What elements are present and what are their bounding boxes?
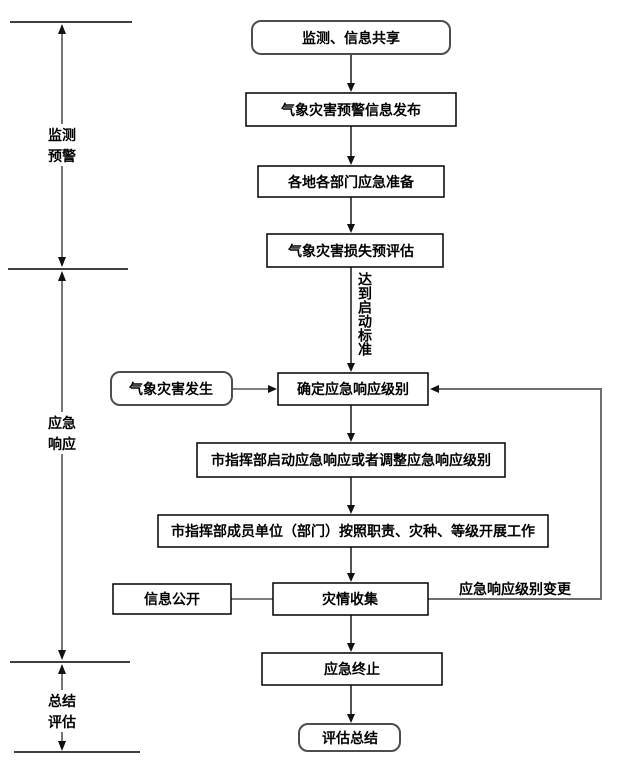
- phase-label-line1: 应急: [48, 415, 76, 431]
- node-label: 市指挥部启动应急响应或者调整应急响应级别: [211, 452, 491, 468]
- node-box: [112, 583, 232, 615]
- node-label: 气象灾害发生: [128, 381, 213, 397]
- node-label: 信息公开: [144, 591, 200, 607]
- arrow-down-icon: [58, 741, 66, 751]
- node-label: 市指挥部成员单位（部门）按照职责、灾种、等级开展工作: [171, 523, 535, 539]
- arrow-end-to-summary: [347, 685, 355, 723]
- arrow-start-to-members: [347, 477, 355, 514]
- node-response-end: 应急终止: [261, 652, 443, 686]
- node-label: 应急终止: [324, 661, 380, 677]
- node-determine-level: 确定应急响应级别: [277, 372, 429, 406]
- phase-label-line1: 总结: [48, 693, 76, 709]
- node-emergency-prepare: 各地各部门应急准备: [257, 165, 445, 198]
- phase-label-bg: [40, 412, 84, 454]
- feedback-loop: [428, 385, 602, 600]
- node-box: [266, 233, 444, 268]
- condition-label: 达到启动标准: [357, 272, 373, 356]
- node-monitor-share: 监测、信息共享: [251, 20, 451, 55]
- node-box: [257, 165, 445, 198]
- node-box: [261, 652, 443, 686]
- arrow-determine-to-start: [347, 405, 355, 442]
- node-label: 气象灾害预警信息发布: [280, 102, 421, 118]
- arrow-down-icon: [58, 257, 66, 267]
- arrow-warning-to-prepare: [347, 126, 355, 165]
- node-label: 灾情收集: [322, 591, 379, 607]
- arrow-members-to-collect: [347, 547, 355, 582]
- node-disaster-occur: 气象灾害发生: [110, 371, 233, 406]
- node-label: 气象灾害损失预评估: [287, 243, 414, 259]
- node-info-public: 信息公开: [112, 583, 232, 615]
- arrow-prepare-to-preassess: [347, 197, 355, 233]
- phase-segment-summary: 总结 评估: [40, 664, 84, 751]
- arrow-occur-to-determine: [232, 385, 277, 393]
- phase-label-bg: [40, 690, 84, 732]
- node-box: [251, 20, 451, 55]
- node-loss-preassess: 气象灾害损失预评估: [266, 233, 444, 268]
- arrow-up-icon: [58, 271, 66, 281]
- node-box: [196, 442, 506, 478]
- node-disaster-collect: 灾情收集: [272, 582, 429, 616]
- node-box: [157, 514, 549, 548]
- node-box: [298, 723, 401, 752]
- node-warning-release: 气象灾害预警信息发布: [245, 92, 457, 127]
- node-label: 确定应急响应级别: [297, 381, 409, 397]
- node-start-adjust-response: 市指挥部启动应急响应或者调整应急响应级别: [196, 442, 506, 478]
- node-evaluate-summary: 评估总结: [298, 723, 401, 752]
- feedback-label: 应急响应级别变更: [459, 581, 572, 597]
- node-label: 监测、信息共享: [302, 30, 400, 46]
- node-box: [272, 582, 429, 616]
- arrow-monitor-to-warning: [347, 54, 355, 92]
- node-members-work: 市指挥部成员单位（部门）按照职责、灾种、等级开展工作: [157, 514, 549, 548]
- arrow-collect-to-end: [347, 615, 355, 652]
- phase-label-line2: 评估: [48, 714, 76, 730]
- phase-label-bg: [40, 124, 84, 166]
- arrow-up-icon: [58, 24, 66, 34]
- node-label: 各地各部门应急准备: [287, 174, 415, 190]
- phase-segment-response: 应急 响应: [40, 271, 84, 660]
- node-box: [110, 371, 233, 406]
- node-box: [245, 92, 457, 127]
- phase-label-line1: 监测: [48, 127, 76, 143]
- arrow-up-icon: [58, 664, 66, 674]
- flow-connectors: [231, 54, 602, 723]
- phase-label-line2: 响应: [48, 436, 76, 452]
- arrow-down-icon: [58, 650, 66, 660]
- arrow-preassess-to-determine: [347, 267, 355, 372]
- phase-label-line2: 预警: [48, 148, 76, 164]
- node-box: [277, 372, 429, 406]
- node-label: 评估总结: [322, 730, 378, 746]
- phase-segment-monitoring: 监测 预警: [40, 24, 84, 267]
- phase-axis: 监测 预警 应急 响应 总结 评估: [8, 21, 140, 753]
